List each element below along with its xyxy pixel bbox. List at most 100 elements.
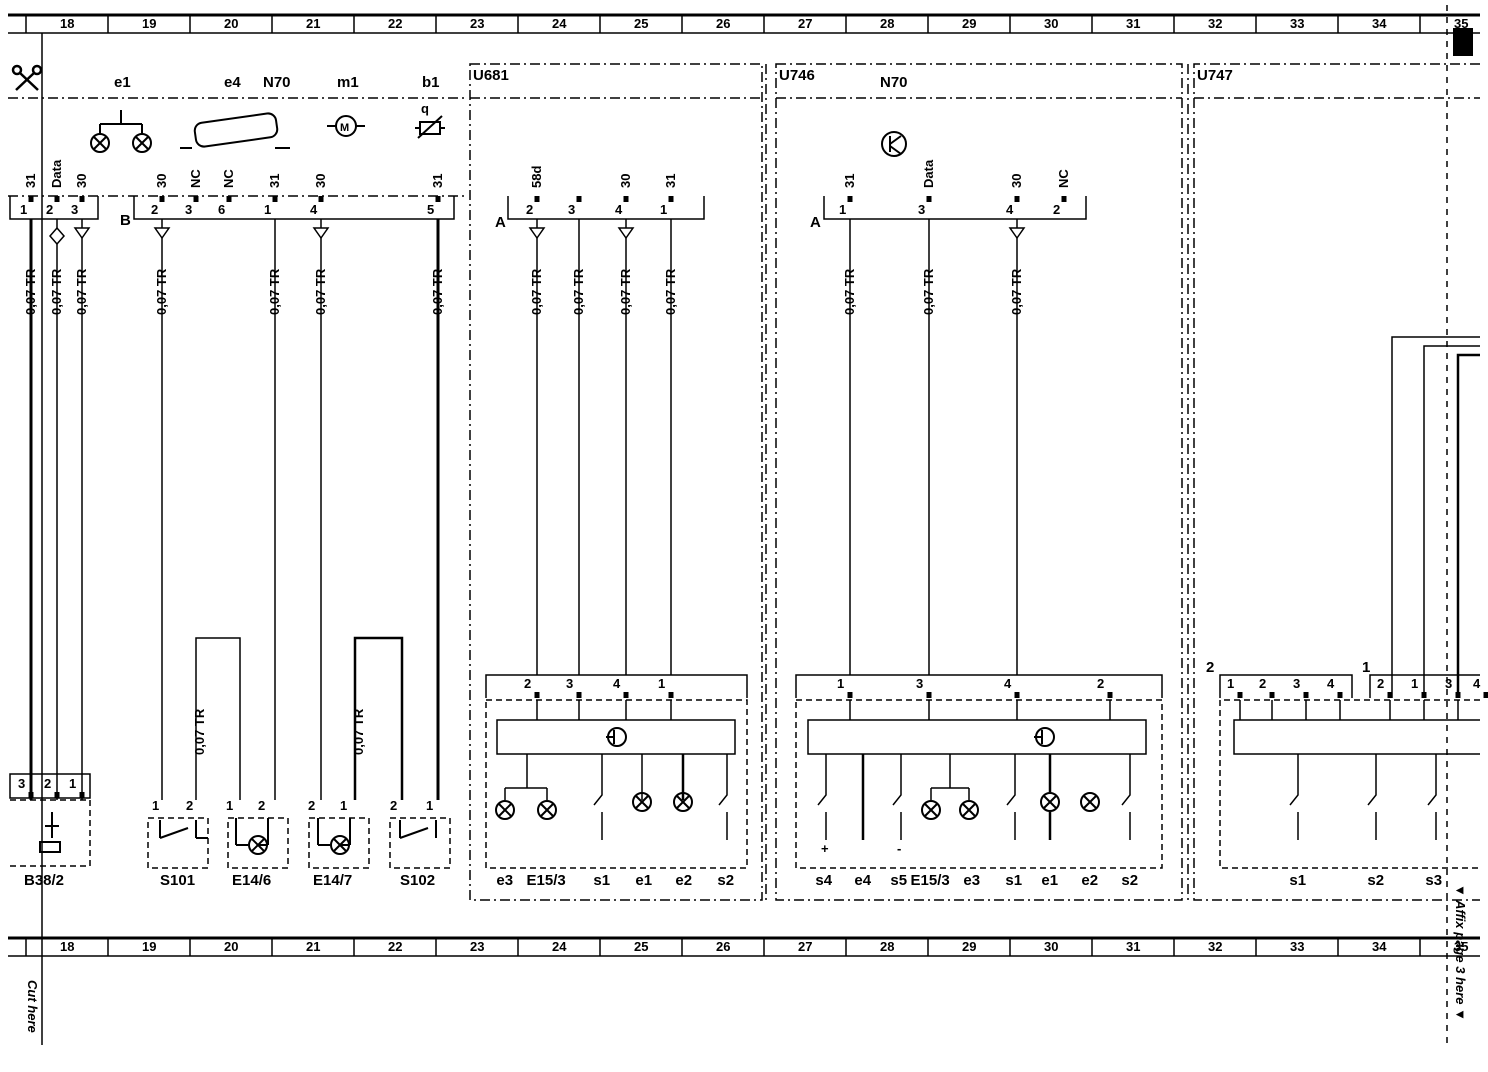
u747a-pin-mark: [1269, 692, 1275, 698]
left-pin-pin-mark: [28, 196, 34, 202]
u681-bottom-pin-number: 1: [658, 676, 665, 691]
u681-bottom-pin-number: 2: [524, 676, 531, 691]
ruler-number: 28: [880, 16, 894, 31]
left-pin-wire-label: 0,07 TR: [74, 268, 89, 315]
u746-pin-wire-label: 0,07 TR: [921, 268, 936, 315]
u746-output-label: s5: [890, 872, 907, 889]
ruler-number: 35: [1454, 939, 1468, 954]
u747-controller: [1233, 719, 1480, 755]
u681-pin-wire-label: 0,07 TR: [529, 268, 544, 315]
connector-left-a: [9, 196, 99, 220]
ruler-number: 23: [470, 16, 484, 31]
ruler-number: 20: [224, 939, 238, 954]
u746-output-label: s1: [1005, 872, 1022, 889]
u681-bottom-pin-number: 3: [566, 676, 573, 691]
left-pin-signal: 31: [430, 174, 445, 188]
left-pin-signal: 30: [154, 174, 169, 188]
component-pin-number: 2: [258, 798, 265, 813]
connector-u681-a-label: A: [495, 214, 506, 231]
u681-pin-pin-mark: [534, 196, 540, 202]
ruler-number: 26: [716, 939, 730, 954]
module-u681-label: U681: [473, 67, 509, 84]
left-pin-arrow: [153, 227, 171, 240]
e14-6-label: E14/6: [232, 872, 271, 889]
legend-e4: e4: [224, 74, 241, 91]
legend-motor-icon: [327, 115, 365, 137]
left-pin-signal: 30: [74, 174, 89, 188]
u681-pin-pin-number: 1: [660, 202, 667, 217]
u747a-pin-number: 1: [1227, 676, 1234, 691]
ruler-number: 25: [634, 939, 648, 954]
legend-led-chain-icon: [180, 112, 290, 149]
ruler-number: 34: [1372, 939, 1387, 954]
ruler-number: 22: [388, 16, 402, 31]
u681-pin-pin-number: 3: [568, 202, 575, 217]
left-pin-bidir: [49, 226, 65, 246]
u747-output-label: s1: [1289, 872, 1306, 889]
ruler-number: 21: [306, 939, 320, 954]
u747b-pin-mark: [1455, 692, 1461, 698]
u746-output-label: e1: [1041, 872, 1058, 889]
u746-pin-arrow: [1008, 227, 1026, 240]
legend-b1: b1: [422, 74, 440, 91]
ruler-number: 19: [142, 16, 156, 31]
u747b-pin-number: 1: [1411, 676, 1418, 691]
left-pin-pin-number: 5: [427, 202, 434, 217]
component-pin-number: 1: [152, 798, 159, 813]
left-pin-pin-number: 3: [185, 202, 192, 217]
u746-pin-signal: NC: [1056, 169, 1071, 188]
svg-text:M: M: [340, 122, 349, 134]
u746-lamp-e3-icon: [959, 800, 979, 820]
u681-output-label: s1: [593, 872, 610, 889]
u746-pin-wire-label: 0,07 TR: [842, 268, 857, 315]
u746-pin-signal: 31: [842, 174, 857, 188]
left-pin-signal: 31: [23, 174, 38, 188]
bridge-wire-label: 0,07 TR: [351, 708, 366, 755]
ruler-number: 27: [798, 939, 812, 954]
ruler-number: 24: [552, 939, 567, 954]
s101-label: S101: [160, 872, 195, 889]
u681-controller: [496, 719, 736, 755]
legend-n70: N70: [263, 74, 291, 91]
u747b-pin-number: 3: [1445, 676, 1452, 691]
u746-lamp-e2-icon: [1080, 792, 1100, 812]
legend-e1: e1: [114, 74, 131, 91]
ruler-number: 27: [798, 16, 812, 31]
b38-2-connector: [9, 773, 91, 799]
component-pin-number: 1: [226, 798, 233, 813]
ruler-number: 24: [552, 16, 567, 31]
left-pin-pin-number: 3: [71, 202, 78, 217]
scissors-icon: [11, 64, 43, 91]
u746-switch-s2-icon: [1121, 754, 1131, 840]
connector-u746-a: [823, 196, 1087, 220]
u681-bottom-pin-mark: [668, 692, 674, 698]
u747b-pin-mark: [1421, 692, 1427, 698]
ruler-number: 18: [60, 939, 74, 954]
u747b-pin-number: 2: [1377, 676, 1384, 691]
module-n70-label: N70: [880, 74, 908, 91]
u746-pin-signal: 30: [1009, 174, 1024, 188]
ruler-number: 19: [142, 939, 156, 954]
left-pin-pin-number: 6: [218, 202, 225, 217]
module-u746-label: U746: [779, 67, 815, 84]
b38-pin-mark: [54, 792, 60, 798]
u746-bottom-pin-mark: [926, 692, 932, 698]
ruler-number: 22: [388, 939, 402, 954]
ruler-number: 35: [1454, 16, 1468, 31]
left-pin-pin-mark: [54, 196, 60, 202]
module-u746-box: [775, 63, 1183, 901]
ruler-number: 30: [1044, 16, 1058, 31]
u681-lamp-e3-icon: [495, 800, 515, 820]
u746-switch-s1-icon: [1006, 754, 1016, 840]
u681-bottom-pin-mark: [534, 692, 540, 698]
u681-switch-s1-icon: [593, 754, 603, 840]
u746-output-label: e4: [854, 872, 871, 889]
u681-pin-arrow: [617, 227, 635, 240]
ruler-number: 34: [1372, 16, 1387, 31]
legend-sensor-icon: [415, 115, 445, 139]
legend-m1: m1: [337, 74, 359, 91]
left-pin-pin-mark: [79, 196, 85, 202]
u746-pin-pin-mark: [926, 196, 932, 202]
u681-pin-pin-mark: [668, 196, 674, 202]
connector-b-label: B: [120, 212, 131, 229]
